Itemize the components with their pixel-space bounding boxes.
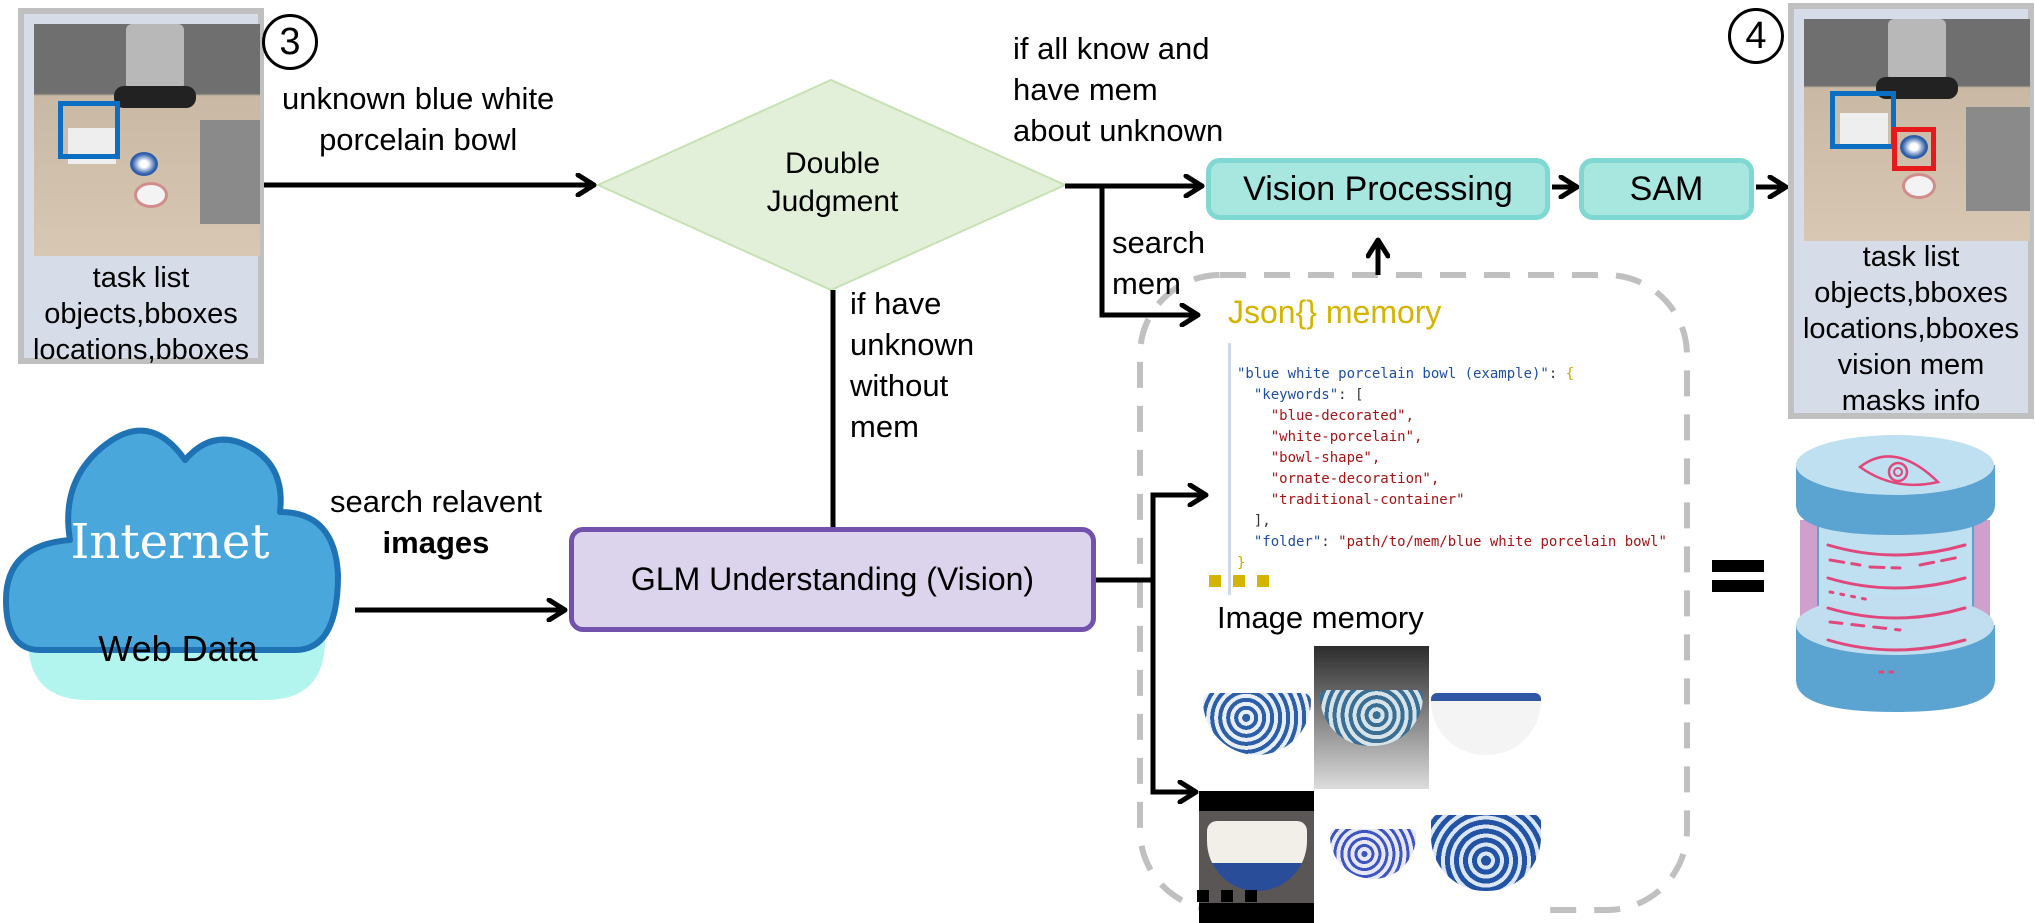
node-label: SAM	[1629, 169, 1704, 208]
robot-arm	[126, 24, 184, 90]
glm-understanding-node[interactable]: GLM Understanding (Vision)	[569, 527, 1096, 632]
label-all-known: if all know and have mem about unknown	[1013, 28, 1223, 151]
arrow-glm-to-json	[1096, 495, 1206, 583]
memory-image	[1199, 657, 1314, 789]
code-line: "traditional-container"	[1237, 490, 1667, 511]
code-key: "keywords"	[1253, 387, 1339, 403]
robot-base	[114, 86, 196, 108]
label-line: search relavent	[330, 484, 542, 519]
json-memory-title: Json{} memory	[1228, 294, 1442, 330]
image-more-ellipsis	[1197, 890, 1257, 902]
decision-line: Judgment	[766, 185, 899, 218]
code-string: "traditional-container"	[1270, 492, 1465, 508]
label-line: have mem	[1013, 72, 1158, 107]
sam-node[interactable]: SAM	[1579, 158, 1754, 220]
label-unknown-without-mem: if have unknown without mem	[850, 283, 974, 447]
vision-processing-node[interactable]: Vision Processing	[1206, 158, 1550, 220]
step-number-4: 4	[1728, 8, 1784, 64]
panel-line: objects,bboxes	[1814, 277, 2008, 309]
internet-label: Internet	[70, 514, 270, 570]
panel-line: locations,bboxes	[32, 334, 250, 366]
stove	[1840, 113, 1888, 149]
code-line: "ornate-decoration",	[1237, 469, 1667, 490]
code-line: }	[1237, 555, 1246, 571]
label-line: unknown	[850, 327, 975, 362]
json-memory-code: "blue white porcelain bowl (example)": {…	[1228, 343, 1667, 595]
label-search-mem: search mem	[1112, 222, 1205, 304]
memory-image	[1314, 646, 1429, 789]
memory-image	[1429, 791, 1544, 923]
label-line: without	[850, 368, 949, 403]
scene-image	[34, 24, 260, 256]
blue-white-bowl	[130, 152, 158, 176]
label-search-images: search relavent images	[330, 481, 542, 563]
plate	[134, 182, 168, 208]
label-line: mem	[850, 409, 919, 444]
code-string: "blue-decorated",	[1270, 408, 1415, 424]
code-key: "blue white porcelain bowl (example)"	[1237, 366, 1549, 382]
code-string: "white-porcelain",	[1270, 429, 1423, 445]
node-label: GLM Understanding (Vision)	[630, 561, 1035, 597]
image-memory-title: Image memory	[1217, 600, 1424, 635]
equals-sign-bottom	[1712, 580, 1764, 592]
code-string: "bowl-shape",	[1270, 450, 1381, 466]
code-line: "bowl-shape",	[1237, 448, 1667, 469]
code-line: "white-porcelain",	[1237, 427, 1667, 448]
bbox-red	[1892, 127, 1936, 171]
label-line: unknown blue white	[282, 81, 555, 116]
label-line: search	[1112, 225, 1206, 260]
panel-line: locations,bboxes	[1802, 313, 2020, 345]
cabinet	[1966, 107, 2030, 211]
web-data-label: Web Data	[98, 628, 258, 669]
code-key: "folder"	[1253, 534, 1322, 550]
decision-label: Double Judgment	[700, 145, 965, 221]
panel-line: task list	[1862, 241, 1960, 273]
panel-line: vision mem	[1837, 349, 1985, 381]
cabinet	[200, 120, 260, 224]
scene-panel-step-4: task list objects,bboxes locations,bboxe…	[1788, 3, 2034, 419]
memory-container	[1137, 272, 1690, 913]
bbox-blue	[58, 101, 120, 159]
memory-image	[1199, 791, 1314, 923]
code-line: ],	[1253, 513, 1271, 529]
code-line: "blue white porcelain bowl (example)": {	[1237, 366, 1575, 382]
arrow-glm-to-images	[1150, 580, 1196, 792]
memory-image	[1429, 657, 1544, 789]
code-line: "keywords": [	[1253, 387, 1364, 403]
arrow-search-mem	[1099, 186, 1198, 315]
label-line: if have	[850, 286, 942, 321]
decision-line: Double	[784, 147, 881, 180]
label-line: about unknown	[1013, 113, 1224, 148]
label-line: porcelain bowl	[319, 122, 518, 157]
code-line: "blue-decorated",	[1237, 406, 1667, 427]
json-more-ellipsis	[1209, 575, 1269, 587]
panel-line: masks info	[1841, 385, 1981, 417]
step-number-3: 3	[262, 14, 318, 70]
robot-base	[1876, 77, 1958, 99]
panel-line: objects,bboxes	[44, 298, 238, 330]
scene-panel-step-3: task list objects,bboxes locations,bboxe…	[18, 8, 264, 366]
equals-sign-top	[1712, 560, 1764, 572]
code-string: "ornate-decoration",	[1270, 471, 1440, 487]
label-line: images	[382, 525, 490, 560]
plate	[1902, 173, 1936, 199]
cloud-icon	[3, 427, 341, 653]
node-label: Vision Processing	[1243, 169, 1513, 208]
label-line: if all know and	[1013, 31, 1210, 66]
bbox-blue	[1830, 91, 1896, 149]
blue-white-bowl	[1900, 135, 1928, 159]
scene-image	[1804, 19, 2030, 241]
panel-line: task list	[92, 262, 190, 294]
robot-arm	[1888, 19, 1946, 81]
code-string: "path/to/mem/blue white porcelain bowl"	[1338, 534, 1667, 550]
memory-image	[1314, 791, 1429, 923]
vision-memory-database-icon	[1796, 435, 1995, 712]
label-unknown-object: unknown blue white porcelain bowl	[282, 78, 554, 160]
label-line: mem	[1112, 266, 1181, 301]
code-line: "folder": "path/to/mem/blue white porcel…	[1253, 534, 1667, 550]
